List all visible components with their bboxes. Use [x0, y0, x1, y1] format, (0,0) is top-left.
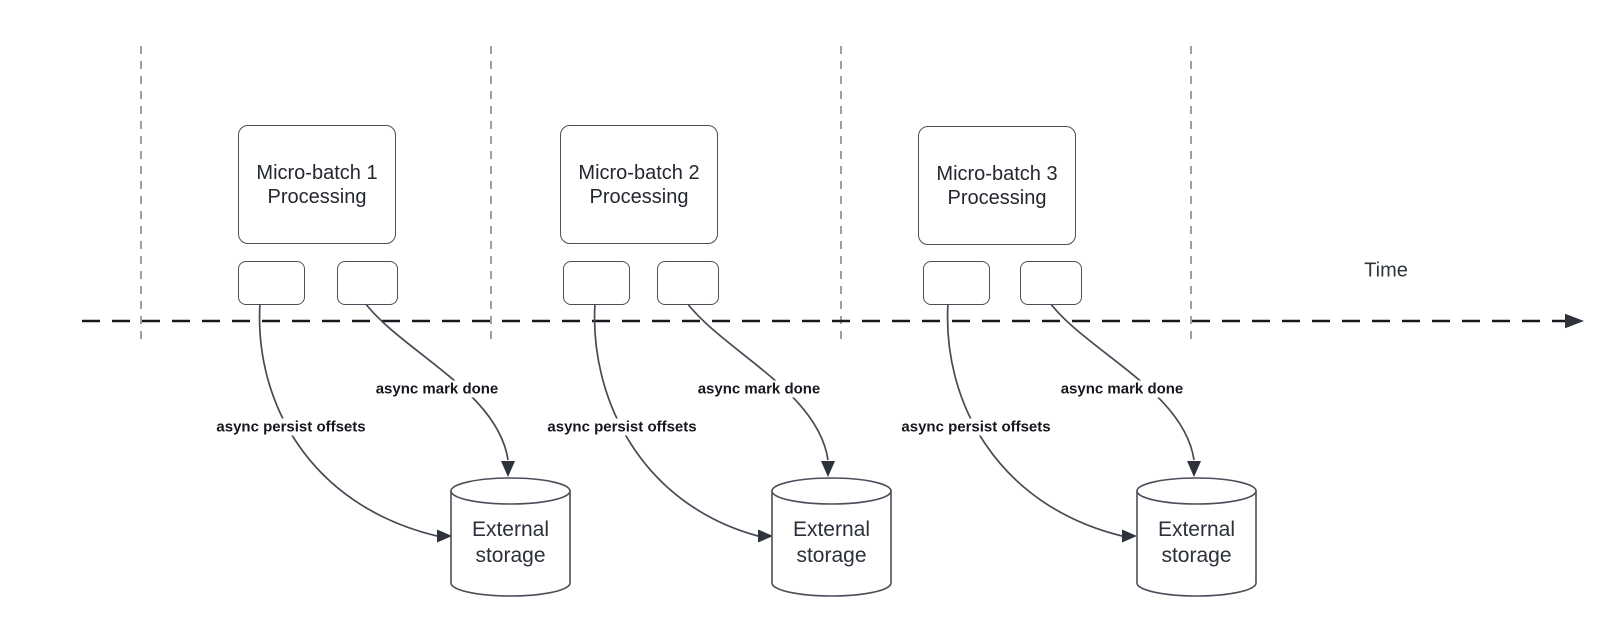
batch-2-mark-done-arrowhead [821, 461, 835, 477]
batch-3-storage-line1: External [1157, 518, 1236, 541]
batch-3-mark-done-arrow [1049, 302, 1195, 461]
batch-2-external-storage-label: External storage [772, 517, 891, 569]
batch-2-storage-line1: External [792, 518, 871, 541]
batch-1-commit-task-box [337, 261, 398, 305]
time-axis-arrowhead [1565, 313, 1584, 329]
batch-2-mark-done-arrow [686, 302, 829, 461]
micro-batch-2-title-line1: Micro-batch 2 [578, 161, 700, 184]
batch-3-external-storage-label: External storage [1137, 517, 1256, 569]
batch-3-mark-done-arrowhead [1187, 461, 1201, 477]
batch-2-offset-task-box [563, 261, 630, 305]
batch-2-persist-offsets-arrowhead [758, 529, 773, 543]
batch-3-offset-task-box [923, 261, 990, 305]
micro-batch-1-title-line1: Micro-batch 1 [256, 161, 378, 184]
batch-2-persist-offsets-label: async persist offsets [544, 418, 700, 436]
batch-1-external-storage-label: External storage [451, 517, 570, 569]
batch-1-mark-done-label: async mark done [372, 380, 502, 398]
batch-3-storage-line2: storage [1161, 544, 1232, 567]
batch-1-persist-offsets-arrow [258, 302, 438, 537]
batch-3-persist-offsets-label: async persist offsets [898, 418, 1054, 436]
batch-1-mark-done-arrow [364, 302, 509, 461]
batch-1-external-storage-cylinder [450, 477, 571, 597]
micro-batch-2-box: Micro-batch 2 Processing [560, 125, 718, 244]
micro-batch-3-box: Micro-batch 3 Processing [918, 126, 1076, 245]
micro-batch-3-title-line2: Processing [947, 186, 1047, 209]
batch-1-offset-task-box [238, 261, 305, 305]
batch-1-storage-line2: storage [475, 544, 546, 567]
micro-batch-2-title-line2: Processing [589, 185, 689, 208]
micro-batch-1-title-line2: Processing [267, 185, 367, 208]
batch-2-external-storage-cylinder [771, 477, 892, 597]
micro-batch-3-title-line1: Micro-batch 3 [936, 162, 1058, 185]
time-axis-label: Time [1364, 259, 1408, 282]
batch-1-storage-line1: External [471, 518, 550, 541]
batch-2-mark-done-label: async mark done [694, 380, 824, 398]
micro-batch-1-box: Micro-batch 1 Processing [238, 125, 396, 244]
batch-3-persist-offsets-arrow [946, 302, 1123, 537]
batch-1-persist-offsets-label: async persist offsets [213, 418, 369, 436]
batch-3-persist-offsets-arrowhead [1122, 529, 1137, 543]
batch-2-commit-task-box [657, 261, 719, 305]
batch-3-commit-task-box [1020, 261, 1082, 305]
batch-3-mark-done-label: async mark done [1057, 380, 1187, 398]
batch-2-storage-line2: storage [796, 544, 867, 567]
batch-3-external-storage-cylinder [1136, 477, 1257, 597]
batch-2-persist-offsets-arrow [593, 302, 759, 537]
batch-1-mark-done-arrowhead [501, 461, 515, 477]
batch-1-persist-offsets-arrowhead [437, 529, 452, 543]
